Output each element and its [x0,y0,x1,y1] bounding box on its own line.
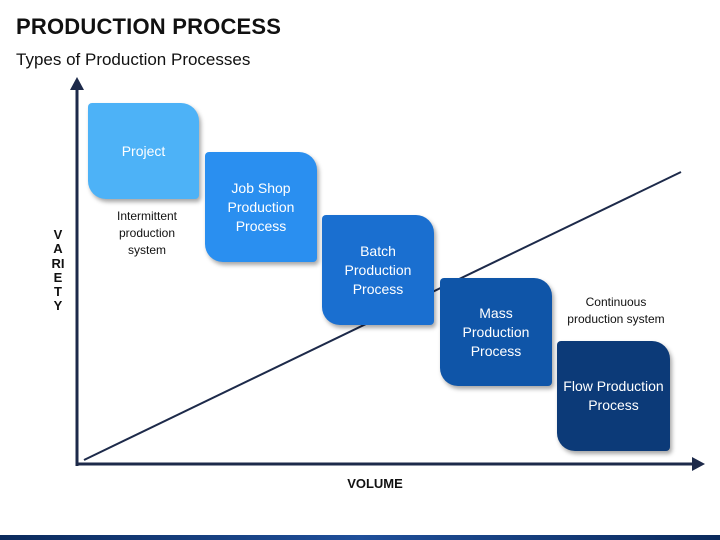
mass-label: Mass Production Process [462,304,530,359]
continuous-note: Continuous production system [567,295,665,326]
page-subtitle: Types of Production Processes [16,50,251,69]
x-axis-arrowhead [692,457,705,471]
batch-box: Batch Production Process [322,215,434,325]
bottom-accent-bar [0,535,720,540]
page-title: PRODUCTION PROCESS [16,14,282,39]
batch-label: Batch Production Process [344,242,412,297]
flow-box: Flow Production Process [557,341,670,451]
flow-label: Flow Production Process [563,378,664,413]
project-box: Project [88,103,199,199]
intermittent-note: Intermittent production system [116,209,178,257]
mass-box: Mass Production Process [440,278,552,386]
job-shop-box: Job Shop Production Process [205,152,317,262]
project-label: Project [121,142,166,159]
x-axis-label: VOLUME [347,476,403,491]
job-shop-label: Job Shop Production Process [227,179,295,234]
y-axis-label: VARIETY [51,227,65,314]
y-axis-arrowhead [70,77,84,90]
